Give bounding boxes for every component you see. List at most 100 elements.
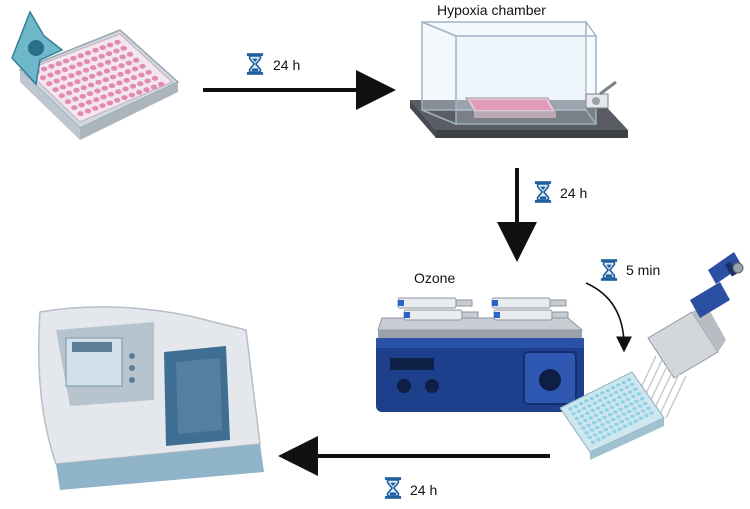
well <box>40 66 48 72</box>
well <box>590 408 595 413</box>
well <box>115 89 122 95</box>
well <box>129 83 137 89</box>
well <box>86 91 94 97</box>
well <box>139 63 146 69</box>
well <box>104 59 112 65</box>
well <box>69 64 76 70</box>
well <box>105 51 113 57</box>
well <box>53 78 60 84</box>
duration-label-3: 5 min <box>626 262 661 278</box>
pink-wells <box>33 39 165 117</box>
well <box>72 96 79 102</box>
well <box>599 410 604 415</box>
well <box>39 75 47 81</box>
well <box>108 83 116 89</box>
well <box>46 81 53 87</box>
well <box>616 383 621 387</box>
well <box>634 399 639 404</box>
well <box>84 108 92 114</box>
well <box>113 48 120 54</box>
well <box>625 397 631 401</box>
well <box>617 395 622 399</box>
well <box>120 45 127 51</box>
well <box>576 409 582 413</box>
ozone-label: Ozone <box>414 270 455 286</box>
well <box>594 394 600 398</box>
well <box>621 380 626 385</box>
well <box>619 419 624 424</box>
well <box>577 421 583 425</box>
well <box>628 421 633 426</box>
well <box>78 102 85 108</box>
well <box>627 390 633 394</box>
well <box>630 382 635 387</box>
well <box>637 404 643 408</box>
well <box>598 398 603 403</box>
well <box>107 91 115 97</box>
well <box>608 425 614 429</box>
well <box>600 423 605 427</box>
well <box>601 435 606 439</box>
well <box>119 54 126 60</box>
well <box>97 62 104 68</box>
well <box>602 415 607 420</box>
well <box>640 409 646 413</box>
well <box>586 423 591 428</box>
well <box>80 85 88 91</box>
well <box>638 416 644 420</box>
well <box>618 407 623 412</box>
well <box>125 60 133 66</box>
well <box>111 65 118 71</box>
well <box>601 403 606 407</box>
well <box>624 417 630 421</box>
well <box>99 45 107 51</box>
duration-label-2: 24 h <box>560 185 588 201</box>
well <box>595 425 600 430</box>
well <box>614 422 619 426</box>
well <box>85 99 93 105</box>
well <box>623 405 629 409</box>
well <box>590 440 596 444</box>
well <box>584 431 589 435</box>
well <box>620 400 625 404</box>
well <box>151 75 159 81</box>
well <box>607 413 613 417</box>
well <box>67 81 74 87</box>
well <box>568 407 573 411</box>
syringes <box>397 297 569 321</box>
well <box>100 94 107 100</box>
well <box>598 430 603 434</box>
well <box>589 428 595 432</box>
well <box>617 427 622 431</box>
well <box>614 390 619 395</box>
well <box>608 393 614 397</box>
well <box>84 50 92 56</box>
well <box>583 418 588 423</box>
well <box>619 388 624 392</box>
well <box>593 413 599 417</box>
well <box>130 75 138 81</box>
well <box>116 80 123 86</box>
well <box>597 418 602 422</box>
well <box>646 406 651 410</box>
well <box>81 76 89 82</box>
well <box>612 429 617 434</box>
arrow-to-blue-plate <box>585 282 632 353</box>
well <box>629 402 634 406</box>
well <box>92 105 99 111</box>
well <box>121 95 128 101</box>
well <box>99 103 106 109</box>
well <box>91 56 98 62</box>
well <box>95 79 102 85</box>
well <box>133 57 140 63</box>
well <box>131 66 139 72</box>
well <box>578 402 584 406</box>
multichannel-pipette-icon <box>635 252 744 419</box>
well <box>65 90 73 96</box>
well <box>59 84 67 90</box>
well <box>579 414 585 418</box>
well <box>71 105 78 111</box>
hourglass-icon <box>246 52 264 76</box>
well <box>106 100 114 106</box>
